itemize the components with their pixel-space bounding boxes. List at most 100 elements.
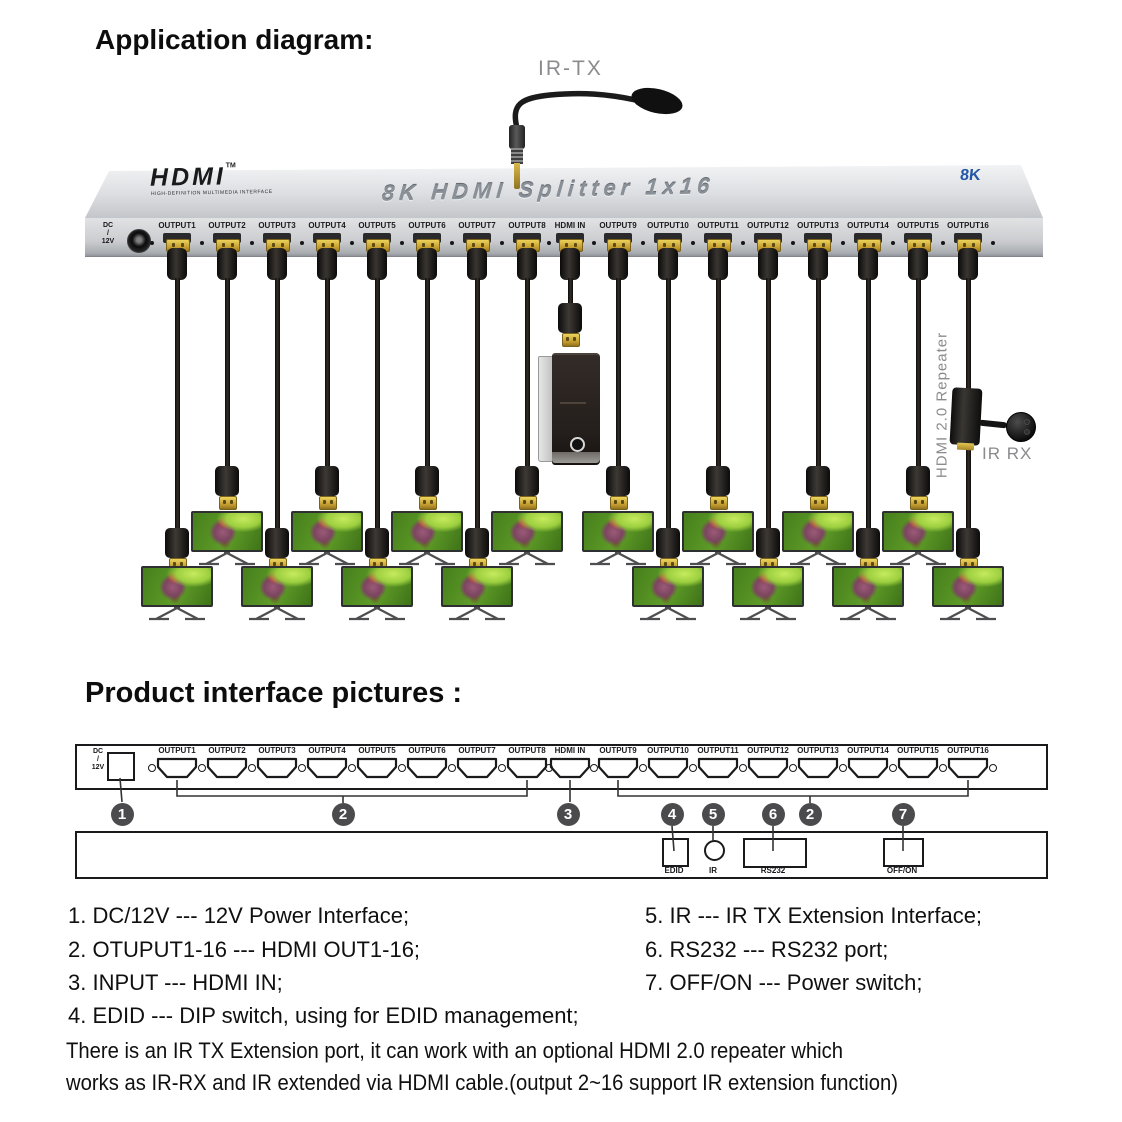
dc-label-photo: DC / 12V — [94, 222, 122, 246]
connector-pin — [523, 500, 526, 504]
hdmi-connector-body — [415, 466, 439, 496]
hdmi-cable — [524, 278, 530, 466]
plug-pin — [322, 243, 325, 247]
tv — [441, 566, 513, 621]
tv-stand — [732, 606, 804, 627]
panel-port-label: OUTPUT4 — [308, 746, 346, 755]
plug-pin — [574, 243, 577, 247]
hdmi-connector-tip — [519, 496, 537, 510]
tv-stand — [341, 606, 413, 627]
description-item: 6. RS232 --- RS232 port; — [645, 937, 889, 962]
ir-tx-label: IR-TX — [538, 57, 603, 80]
plug-pin — [622, 243, 625, 247]
screw-hole — [689, 764, 697, 772]
tv-stand — [882, 551, 954, 572]
hdmi-connector-body — [465, 528, 489, 558]
note-line: There is an IR TX Extension port, it can… — [66, 1038, 843, 1063]
port-label: OUTPUT6 — [408, 221, 446, 230]
screw-hole — [398, 764, 406, 772]
port-label: OUTPUT12 — [747, 221, 789, 230]
plug-pin — [872, 243, 875, 247]
callout-2: 2 — [331, 803, 355, 826]
port-label: OUTPUT2 — [208, 221, 246, 230]
screw-dot — [200, 241, 204, 245]
hdmi-connector-tip — [610, 496, 628, 510]
screw-dot — [450, 241, 454, 245]
hdmi-connector-body — [856, 528, 880, 558]
hdmi-plug-body — [517, 248, 537, 280]
hdmi-port-slot — [513, 233, 541, 243]
screw-dot — [641, 241, 645, 245]
description-item: 2. OTUPUT1-16 --- HDMI OUT1-16; — [68, 937, 421, 962]
screw-dot — [592, 241, 596, 245]
dc-line1: DC — [92, 748, 104, 755]
screw-hole — [789, 764, 797, 772]
hdmi-connector-body — [315, 466, 339, 496]
plug-pin — [863, 243, 866, 247]
dc-line3: 12V — [101, 238, 115, 245]
panel-port-label: OUTPUT15 — [897, 746, 939, 755]
port-label: OUTPUT10 — [647, 221, 689, 230]
connector-pin — [814, 500, 817, 504]
hdmi-port-slot — [654, 233, 682, 243]
tv-screen — [241, 566, 313, 607]
tv-stand — [191, 551, 263, 572]
hdmi-connector-body — [265, 528, 289, 558]
hdmi-port-outline — [355, 757, 399, 785]
connector-pin — [573, 337, 576, 341]
hdmi-connector-body — [365, 528, 389, 558]
description-item: 3. INPUT --- HDMI IN; — [68, 970, 283, 995]
dc-line1: DC — [102, 222, 114, 229]
hdmi-connector-tip — [319, 496, 337, 510]
connector-pin — [771, 562, 774, 566]
port-label: OUTPUT14 — [847, 221, 889, 230]
screw-dot — [941, 241, 945, 245]
plug-pin — [472, 243, 475, 247]
plug-pin — [722, 243, 725, 247]
screw-dot — [300, 241, 304, 245]
hdmi-cable — [965, 447, 971, 528]
hdmi-cable — [865, 278, 871, 528]
hdmi-plug-body — [958, 248, 978, 280]
hdmi-port-outline — [505, 757, 549, 785]
hdmi-port-outline — [205, 757, 249, 785]
ir-tx-jack-barrel — [511, 148, 523, 164]
screw-hole — [839, 764, 847, 772]
hdmi-port-outline — [746, 757, 790, 785]
description-item: 5. IR --- IR TX Extension Interface; — [645, 903, 983, 928]
source-pc-side — [538, 356, 554, 462]
hdmi-port-outline — [155, 757, 199, 785]
panel-port-label: OUTPUT3 — [258, 746, 296, 755]
screw-dot — [150, 241, 154, 245]
plug-pin — [381, 243, 384, 247]
plug-pin — [613, 243, 616, 247]
hdmi-plug-body — [858, 248, 878, 280]
ir-rx-eye-dot — [1024, 419, 1030, 425]
tv-stand — [682, 551, 754, 572]
application-diagram-heading: Application diagram: — [95, 24, 374, 55]
hdmi-connector-body — [558, 303, 582, 333]
hdmi-port-slot — [556, 233, 584, 243]
tv — [732, 566, 804, 621]
connector-pin — [273, 562, 276, 566]
hdmi-plug-body — [658, 248, 678, 280]
plug-pin — [813, 243, 816, 247]
port-label: OUTPUT15 — [897, 221, 939, 230]
hdmi-port-slot — [754, 233, 782, 243]
note-line: works as IR-RX and IR extended via HDMI … — [66, 1070, 898, 1095]
connector-pin — [530, 500, 533, 504]
tv-stand — [241, 606, 313, 627]
hdmi-cable — [615, 278, 621, 466]
tv-screen — [882, 511, 954, 552]
tv-screen — [932, 566, 1004, 607]
tv-screen — [582, 511, 654, 552]
connector-pin — [921, 500, 924, 504]
tv-screen — [491, 511, 563, 552]
tv-stand — [141, 606, 213, 627]
plug-pin — [922, 243, 925, 247]
edid-label: EDID — [664, 866, 684, 875]
hdmi-cable — [224, 278, 230, 466]
hdmi-repeater-label: HDMI 2.0 Repeater — [933, 331, 951, 479]
tv-screen — [832, 566, 904, 607]
port-label: OUTPUT4 — [308, 221, 346, 230]
